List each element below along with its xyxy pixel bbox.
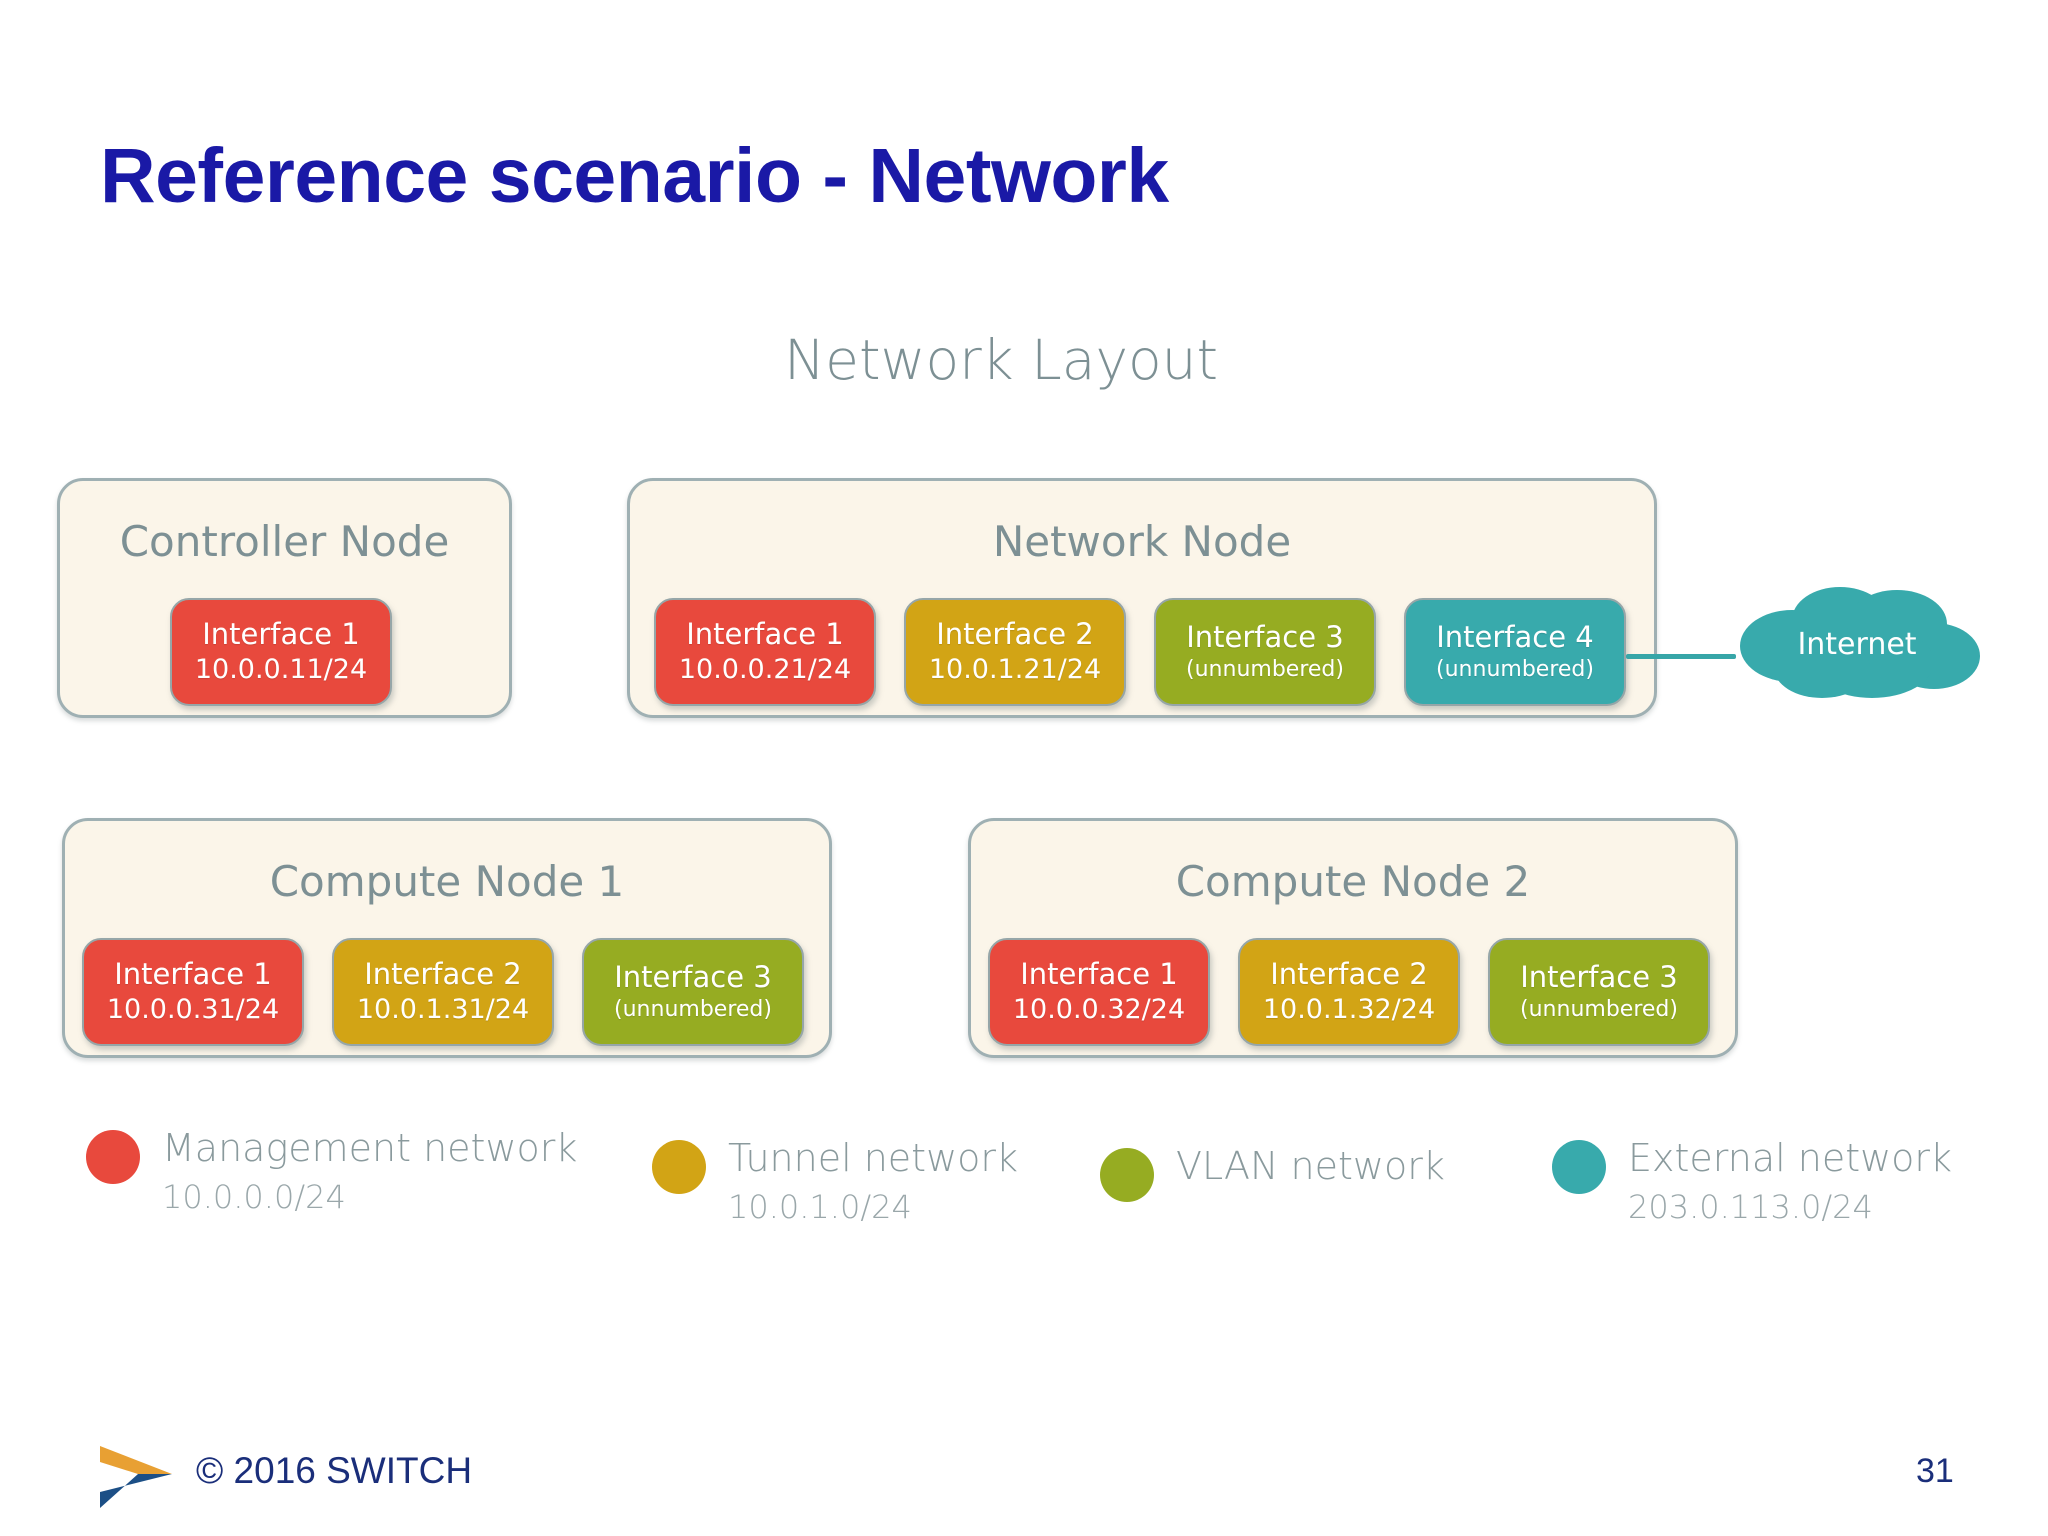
interface-address: 10.0.0.31/24 [106,993,280,1025]
interface-pill-compute1-3[interactable]: Interface 3 (unnumbered) [582,938,804,1046]
interface-pill-compute1-2[interactable]: Interface 2 10.0.1.31/24 [332,938,554,1046]
legend-label: VLAN network [1176,1144,1445,1188]
interface-name: Interface 1 [114,957,272,992]
interface-pill-network-2[interactable]: Interface 2 10.0.1.21/24 [904,598,1126,706]
interface-address: 10.0.1.21/24 [928,653,1102,685]
interface-pill-network-1[interactable]: Interface 1 10.0.0.21/24 [654,598,876,706]
interface-address: (unnumbered) [614,996,772,1022]
interface-name: Interface 2 [1270,957,1428,992]
legend-label: Management network [162,1126,578,1170]
node-title-controller: Controller Node [119,517,450,566]
copyright-text: © 2016 SWITCH [196,1450,473,1491]
interface-address: 10.0.0.32/24 [1012,993,1186,1025]
interface-pill-network-3[interactable]: Interface 3 (unnumbered) [1154,598,1376,706]
network-layout-diagram: Network Layout Controller Node Interface… [57,328,1992,1226]
legend-dot-icon [86,1130,140,1184]
legend-subnet: 10.0.1.0/24 [728,1188,912,1226]
interface-address: 10.0.1.32/24 [1262,993,1436,1025]
node-title-compute-2: Compute Node 2 [1175,857,1531,906]
page-number: 31 [1916,1452,1954,1490]
interface-address: (unnumbered) [1436,656,1594,682]
interface-name: Interface 3 [614,959,772,994]
legend-label: External network [1628,1136,1953,1180]
node-title-network: Network Node [992,517,1292,566]
legend-subnet: 203.0.113.0/24 [1628,1188,1873,1226]
interface-name: Interface 2 [364,957,522,992]
legend-dot-icon [652,1140,706,1194]
interface-pill-network-4[interactable]: Interface 4 (unnumbered) [1404,598,1626,706]
interface-name: Interface 4 [1436,619,1594,654]
interface-pill-compute2-1[interactable]: Interface 1 10.0.0.32/24 [988,938,1210,1046]
legend-label: Tunnel network [728,1136,1019,1180]
switch-logo-icon [100,1446,172,1508]
interface-name: Interface 2 [936,617,1094,652]
interface-address: (unnumbered) [1520,996,1678,1022]
legend-subnet: 10.0.0.0/24 [162,1178,346,1216]
interface-name: Interface 3 [1186,619,1344,654]
interface-address: 10.0.1.31/24 [356,993,530,1025]
legend-dot-icon [1552,1140,1606,1194]
diagram-title: Network Layout [784,328,1219,392]
page-title: Reference scenario - Network [100,133,1169,219]
node-title-compute-1: Compute Node 1 [269,857,625,906]
interface-name: Interface 1 [1020,957,1178,992]
interface-pill-controller-1[interactable]: Interface 1 10.0.0.11/24 [170,598,392,706]
cloud-icon [1740,587,1980,698]
interface-name: Interface 1 [686,617,844,652]
internet-cloud[interactable]: Internet [1722,580,1992,700]
interface-pill-compute1-1[interactable]: Interface 1 10.0.0.31/24 [82,938,304,1046]
interface-address: 10.0.0.21/24 [678,653,852,685]
interface-pill-compute2-2[interactable]: Interface 2 10.0.1.32/24 [1238,938,1460,1046]
interface-name: Interface 1 [202,617,360,652]
legend-dot-icon [1100,1148,1154,1202]
link-network-to-internet [1626,654,1736,659]
interface-pill-compute2-3[interactable]: Interface 3 (unnumbered) [1488,938,1710,1046]
interface-name: Interface 3 [1520,959,1678,994]
interface-address: (unnumbered) [1186,656,1344,682]
interface-address: 10.0.0.11/24 [194,653,368,685]
